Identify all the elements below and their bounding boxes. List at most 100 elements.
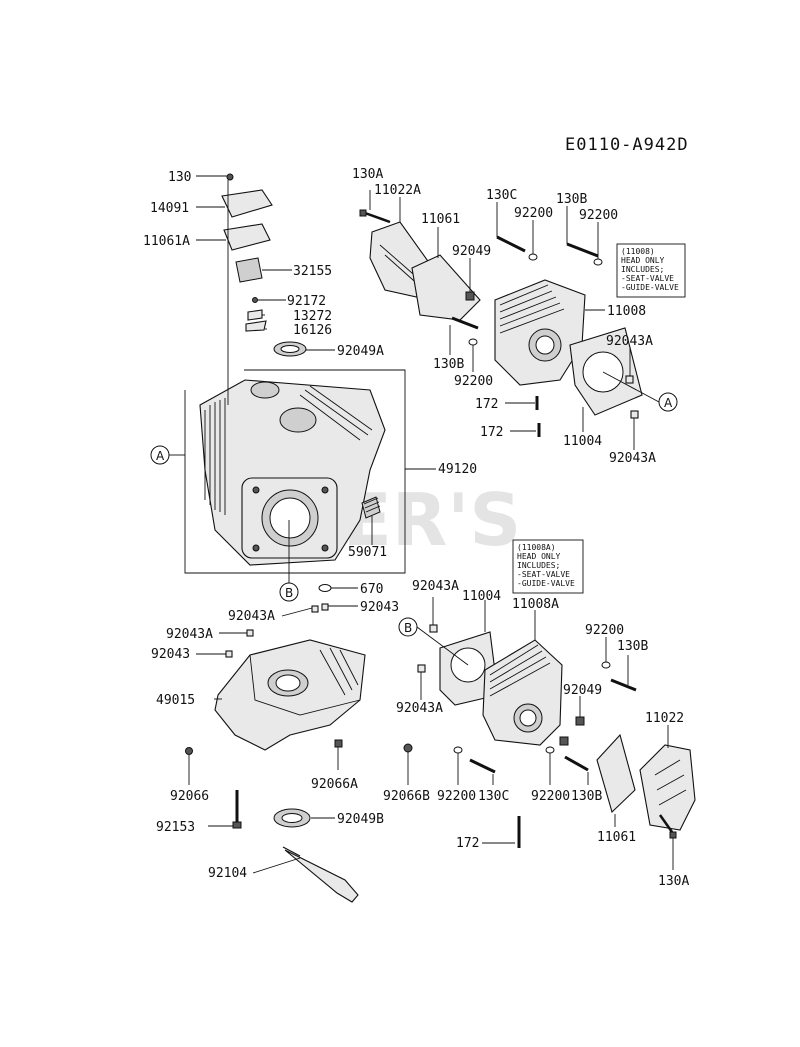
callout-b-block: B <box>279 520 299 602</box>
label-92200-mid: 92200 <box>454 374 493 389</box>
svg-text:-GUIDE-VALVE: -GUIDE-VALVE <box>517 579 575 588</box>
part-labels: 130 14091 11061A 32155 92172 13272 16126… <box>143 167 689 889</box>
dowel-92043A-b2 <box>417 664 426 673</box>
label-92043-top: 92043 <box>360 600 399 615</box>
label-130B-top: 130B <box>556 192 587 207</box>
bolt-130C-bottom <box>469 758 496 774</box>
label-92043A-b1: 92043A <box>412 579 459 594</box>
label-130C-top: 130C <box>486 188 517 203</box>
svg-text:INCLUDES;: INCLUDES; <box>621 265 664 274</box>
oil-seal-92049B <box>273 808 311 828</box>
label-130B-b2: 130B <box>571 789 602 804</box>
svg-text:HEAD ONLY: HEAD ONLY <box>517 552 561 561</box>
bolt-130B-b1 <box>610 678 637 692</box>
label-130: 130 <box>168 170 191 185</box>
spring-part <box>361 496 381 519</box>
label-130C-bottom: 130C <box>478 789 509 804</box>
washer-92200-b1 <box>601 661 611 669</box>
label-92104: 92104 <box>208 866 247 881</box>
callout-b-head: B <box>398 617 469 666</box>
label-130B-b1: 130B <box>617 639 648 654</box>
label-670: 670 <box>360 582 383 597</box>
label-92043A-left: 92043A <box>166 627 213 642</box>
label-92172: 92172 <box>287 294 326 309</box>
label-11004-top: 11004 <box>563 434 602 449</box>
label-172-3: 172 <box>456 836 479 851</box>
label-92043-left: 92043 <box>151 647 190 662</box>
label-13272: 13272 <box>293 309 332 324</box>
dowel-92043A <box>311 605 319 613</box>
label-92200-t1: 92200 <box>514 206 553 221</box>
label-92066A: 92066A <box>311 777 358 792</box>
label-11022: 11022 <box>645 711 684 726</box>
label-92043A-b2: 92043A <box>396 701 443 716</box>
cylinder-head-11008A <box>482 639 563 746</box>
label-49120: 49120 <box>438 462 477 477</box>
label-92043A-r2: 92043A <box>609 451 656 466</box>
label-92049-bottom: 92049 <box>563 683 602 698</box>
dowel-92043-left <box>225 650 233 658</box>
label-92043A-top: 92043A <box>228 609 275 624</box>
svg-text:B: B <box>285 586 293 600</box>
svg-text:A: A <box>664 396 673 410</box>
label-11061-bottom: 11061 <box>597 830 636 845</box>
svg-text:-SEAT-VALVE: -SEAT-VALVE <box>621 274 674 283</box>
label-11022A: 11022A <box>374 183 421 198</box>
sealant-tube-92104 <box>282 846 359 903</box>
label-92049-top: 92049 <box>452 244 491 259</box>
label-92153: 92153 <box>156 820 195 835</box>
dowel-92043 <box>321 603 329 611</box>
dowel-92043A-b1 <box>429 624 438 633</box>
label-130B-mid: 130B <box>433 357 464 372</box>
note-box-11008: (11008) HEAD ONLY INCLUDES; -SEAT-VALVE … <box>616 243 686 298</box>
svg-text:(11008): (11008) <box>621 247 655 256</box>
svg-text:B: B <box>404 621 412 635</box>
note-box-11008A: (11008A) HEAD ONLY INCLUDES; -SEAT-VALVE… <box>512 539 584 594</box>
label-130A-bottom: 130A <box>658 874 689 889</box>
label-11008A: 11008A <box>512 597 559 612</box>
dowel-92043A-left <box>246 629 254 637</box>
bolts-130C-130B-top <box>496 235 603 266</box>
crankcase <box>214 639 366 751</box>
gasket-11061-bottom <box>596 733 636 814</box>
plug-92066 <box>185 747 193 755</box>
bolt-130B-b2 <box>564 755 589 772</box>
label-172-1: 172 <box>475 397 498 412</box>
bolt-92153 <box>232 790 242 829</box>
leader-lines <box>188 175 674 874</box>
dowel-92043A-r1 <box>625 375 634 384</box>
label-92200-t2: 92200 <box>579 208 618 223</box>
pin-92049-bottom-2 <box>559 736 569 746</box>
pin-92049-top <box>465 291 475 301</box>
label-92049A: 92049A <box>337 344 384 359</box>
pin-92049-bottom <box>575 716 585 726</box>
label-130A-top: 130A <box>352 167 383 182</box>
label-92200-b3: 92200 <box>531 789 570 804</box>
label-172-2: 172 <box>480 425 503 440</box>
studs-172 <box>535 396 541 437</box>
label-49015: 49015 <box>156 693 195 708</box>
label-16126: 16126 <box>293 323 332 338</box>
bolt-130A-top <box>359 209 391 224</box>
plug-92066A <box>334 739 343 748</box>
diagram-code: E0110-A942D <box>565 135 689 155</box>
label-11061A: 11061A <box>143 234 190 249</box>
label-92200-b1: 92200 <box>585 623 624 638</box>
svg-text:-SEAT-VALVE: -SEAT-VALVE <box>517 570 570 579</box>
label-59071: 59071 <box>348 545 387 560</box>
block-group-frame <box>184 369 406 574</box>
label-92066: 92066 <box>170 789 209 804</box>
dowel-92043A-r2 <box>630 410 639 419</box>
washer-92200-b3 <box>545 746 555 754</box>
svg-text:-GUIDE-VALVE: -GUIDE-VALVE <box>621 283 679 292</box>
valve-cover-11022 <box>639 744 696 831</box>
washer-92200-b2 <box>453 746 463 754</box>
callout-a-right: A <box>602 371 678 412</box>
o-ring-670 <box>318 584 332 592</box>
callout-a-left: A <box>150 445 185 465</box>
cylinder-head-11008 <box>494 279 586 386</box>
gasket-11061-top <box>411 254 481 321</box>
bolt-130B-mid <box>451 316 479 346</box>
label-92043A-r1: 92043A <box>606 334 653 349</box>
